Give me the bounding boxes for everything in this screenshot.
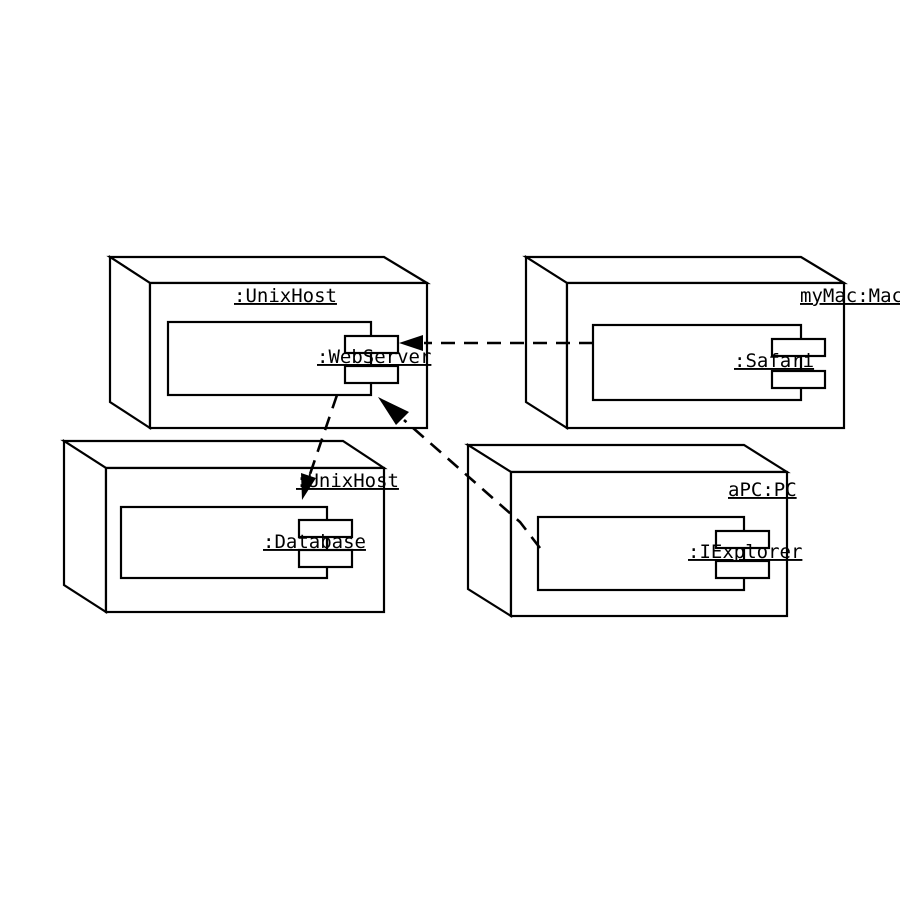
node-unixhost-webserver[interactable]: :UnixHost :WebServer xyxy=(106,254,431,431)
node-top-face xyxy=(106,255,431,285)
dependency-webserver-to-database xyxy=(301,394,339,500)
node-title: :UnixHost xyxy=(296,470,399,492)
component-body xyxy=(119,505,329,580)
component-port-icon xyxy=(297,548,354,569)
node-top-face xyxy=(522,255,848,285)
node-side-face xyxy=(466,443,513,618)
component-webserver[interactable]: :WebServer xyxy=(166,320,431,397)
node-title: :UnixHost xyxy=(234,285,337,307)
component-safari[interactable]: :Safari xyxy=(591,323,827,402)
node-title: myMac:Mac xyxy=(800,285,900,307)
node-apc[interactable]: aPC:PC :IExplorer xyxy=(464,443,802,618)
node-side-face xyxy=(62,438,108,615)
component-label: :WebServer xyxy=(317,346,431,368)
component-label: :Database xyxy=(263,531,366,553)
node-top-face xyxy=(60,439,388,470)
component-port-icon xyxy=(770,337,827,358)
component-body xyxy=(591,323,803,402)
component-database[interactable]: :Database xyxy=(119,505,366,580)
node-side-face xyxy=(108,254,152,431)
component-port-icon xyxy=(714,529,771,550)
component-port-icon xyxy=(770,369,827,390)
component-label: :Safari xyxy=(734,350,814,372)
node-unixhost-database[interactable]: :UnixHost :Database xyxy=(60,438,399,615)
arrowhead-icon xyxy=(378,397,409,425)
dependency-safari-to-webserver xyxy=(399,335,593,351)
component-port-icon xyxy=(343,334,400,355)
arrowhead-icon xyxy=(301,473,316,500)
node-title: aPC:PC xyxy=(728,479,797,501)
component-port-icon xyxy=(343,364,400,385)
dashed-line xyxy=(306,394,339,481)
dashed-line xyxy=(403,419,542,549)
component-iexplorer[interactable]: :IExplorer xyxy=(536,515,802,592)
component-label: :IExplorer xyxy=(688,541,802,563)
arrowhead-icon xyxy=(399,335,423,351)
component-body xyxy=(166,320,373,397)
node-top-face xyxy=(464,443,791,474)
dependency-iexplorer-to-webserver xyxy=(378,397,542,549)
component-port-icon xyxy=(297,518,354,539)
component-port-icon xyxy=(714,559,771,580)
component-body xyxy=(536,515,746,592)
